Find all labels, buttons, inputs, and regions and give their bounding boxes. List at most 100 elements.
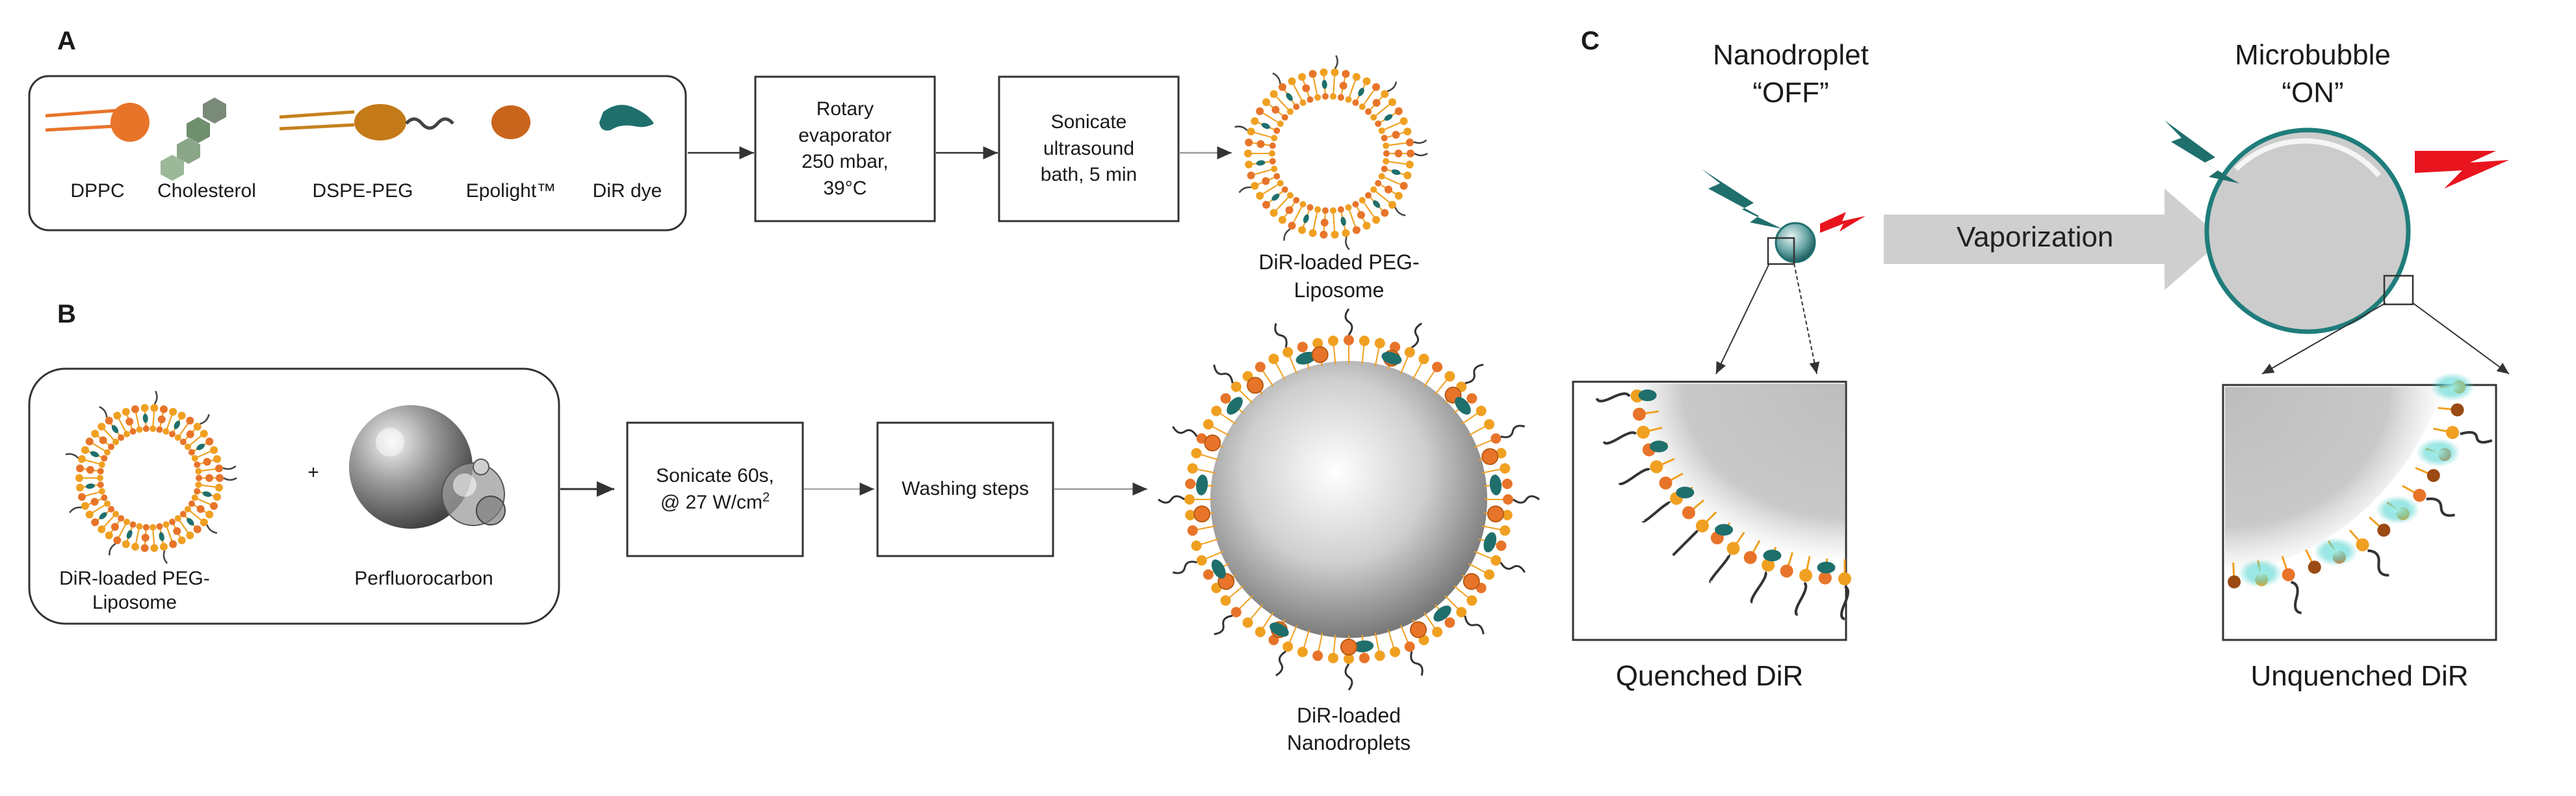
epolight-particle <box>1487 505 1504 523</box>
epolight-particle <box>1357 211 1365 219</box>
lipid-head <box>1220 393 1231 404</box>
lipid-head <box>1394 107 1403 116</box>
lipid-head <box>122 408 130 416</box>
peg-chain <box>1750 571 1767 604</box>
liposome-product-label-line2: Liposome <box>1294 278 1385 302</box>
peg-chain <box>1334 55 1338 70</box>
lipid-head <box>1359 103 1366 111</box>
lipid-head <box>85 511 94 519</box>
lipid-head <box>1268 353 1279 364</box>
power-density-exponent: 2 <box>762 490 770 505</box>
dir-molecule <box>1763 550 1782 562</box>
quenched-dir-caption: Quenched DiR <box>1615 660 1804 692</box>
lipid-head <box>216 474 224 482</box>
lipid-head <box>194 488 201 495</box>
peg-chain <box>1500 425 1526 438</box>
lipid-head <box>1362 77 1371 86</box>
lipid-head <box>210 445 218 454</box>
lipid-head <box>122 540 130 548</box>
peg-chain <box>2367 549 2389 577</box>
vaporization-label: Vaporization <box>1957 221 2114 253</box>
lipid-head <box>1418 353 1429 364</box>
epolight-molecule-icon <box>491 105 530 139</box>
vaporization-arrow <box>1884 189 2223 290</box>
epolight-particle <box>1271 105 1280 114</box>
epolight-particle <box>1193 505 1211 523</box>
lipid-head <box>1344 335 1354 345</box>
epolight-particle <box>125 418 134 426</box>
lipid-head <box>1187 525 1198 536</box>
lipid-head <box>108 505 115 512</box>
lipid-head <box>1476 405 1487 416</box>
dir-molecule <box>1381 351 1402 365</box>
lipid-head <box>1244 150 1252 157</box>
lipid-head <box>174 434 181 441</box>
epolight-particle <box>1320 219 1329 227</box>
lipid-head <box>1762 558 1775 572</box>
peg-chain <box>1641 501 1671 523</box>
lipid-head <box>1269 209 1278 217</box>
epolight-particle <box>205 474 213 482</box>
dir-molecule <box>1676 486 1695 499</box>
lipid-head <box>1269 150 1275 157</box>
lipid-head <box>140 404 149 412</box>
epolight-particle <box>1384 185 1392 194</box>
lipid-head <box>1312 338 1323 349</box>
peg-chain <box>1410 651 1424 676</box>
lipid-head <box>1484 419 1495 430</box>
unquenched-dir-glow <box>2238 559 2283 588</box>
lipid-head <box>1297 341 1308 352</box>
peg-chain <box>65 453 79 459</box>
lipid-head <box>1394 191 1403 200</box>
lipid-head <box>1262 98 1271 107</box>
lipid-head <box>124 431 131 438</box>
lipid-head <box>1308 70 1317 78</box>
dir-molecule <box>174 420 181 429</box>
lipid-head <box>1327 336 1338 347</box>
component-label-dspe-peg: DSPE-PEG <box>312 180 413 202</box>
lipid-head <box>1374 650 1385 661</box>
lipid-head <box>129 428 137 435</box>
lipid-head <box>81 502 89 511</box>
peg-chain <box>109 543 116 556</box>
panel-label-a: A <box>57 27 76 55</box>
lipid-head <box>1342 70 1350 78</box>
lipid-head <box>2426 469 2440 483</box>
lipid-head <box>1185 510 1196 521</box>
lipid-head <box>186 416 194 425</box>
lipid-head <box>1780 564 1793 578</box>
lipid-head <box>1307 96 1314 103</box>
peg-chain <box>1214 615 1233 635</box>
pfc-core <box>1210 361 1487 638</box>
lipid-head <box>159 405 168 414</box>
lipid-head <box>1286 192 1294 199</box>
lipid-head <box>1399 181 1408 190</box>
lipid-head <box>129 521 137 528</box>
lipid-head <box>169 408 177 416</box>
lipid-head <box>2308 561 2321 574</box>
lipid-head <box>78 493 86 501</box>
perfluorocarbon-sphere-icon <box>349 405 506 529</box>
lipid-head <box>1484 569 1495 580</box>
pfc-core-zoom <box>1628 384 1845 563</box>
dir-molecule <box>1295 351 1316 365</box>
lipid-head <box>118 434 125 441</box>
lipid-head <box>179 511 187 518</box>
lipid-head <box>1403 127 1412 136</box>
dir-molecule <box>1261 122 1270 129</box>
laser-flash-red-icon <box>1820 212 1866 233</box>
lipid-head <box>1682 506 1695 520</box>
lipid-head <box>168 431 176 438</box>
peg-chain <box>1344 308 1353 336</box>
lipid-head <box>150 404 159 412</box>
peg-chain <box>223 477 237 481</box>
lipid-head <box>174 515 181 522</box>
peg-chain <box>1274 323 1288 348</box>
lipid-head <box>1288 77 1296 86</box>
dir-molecule <box>111 425 119 434</box>
lipid-head <box>1191 447 1202 458</box>
lipid-head <box>156 523 163 530</box>
lipid-head <box>1321 93 1329 100</box>
dspe-peg-molecule-icon <box>279 104 454 140</box>
lipid-head <box>2282 568 2295 581</box>
